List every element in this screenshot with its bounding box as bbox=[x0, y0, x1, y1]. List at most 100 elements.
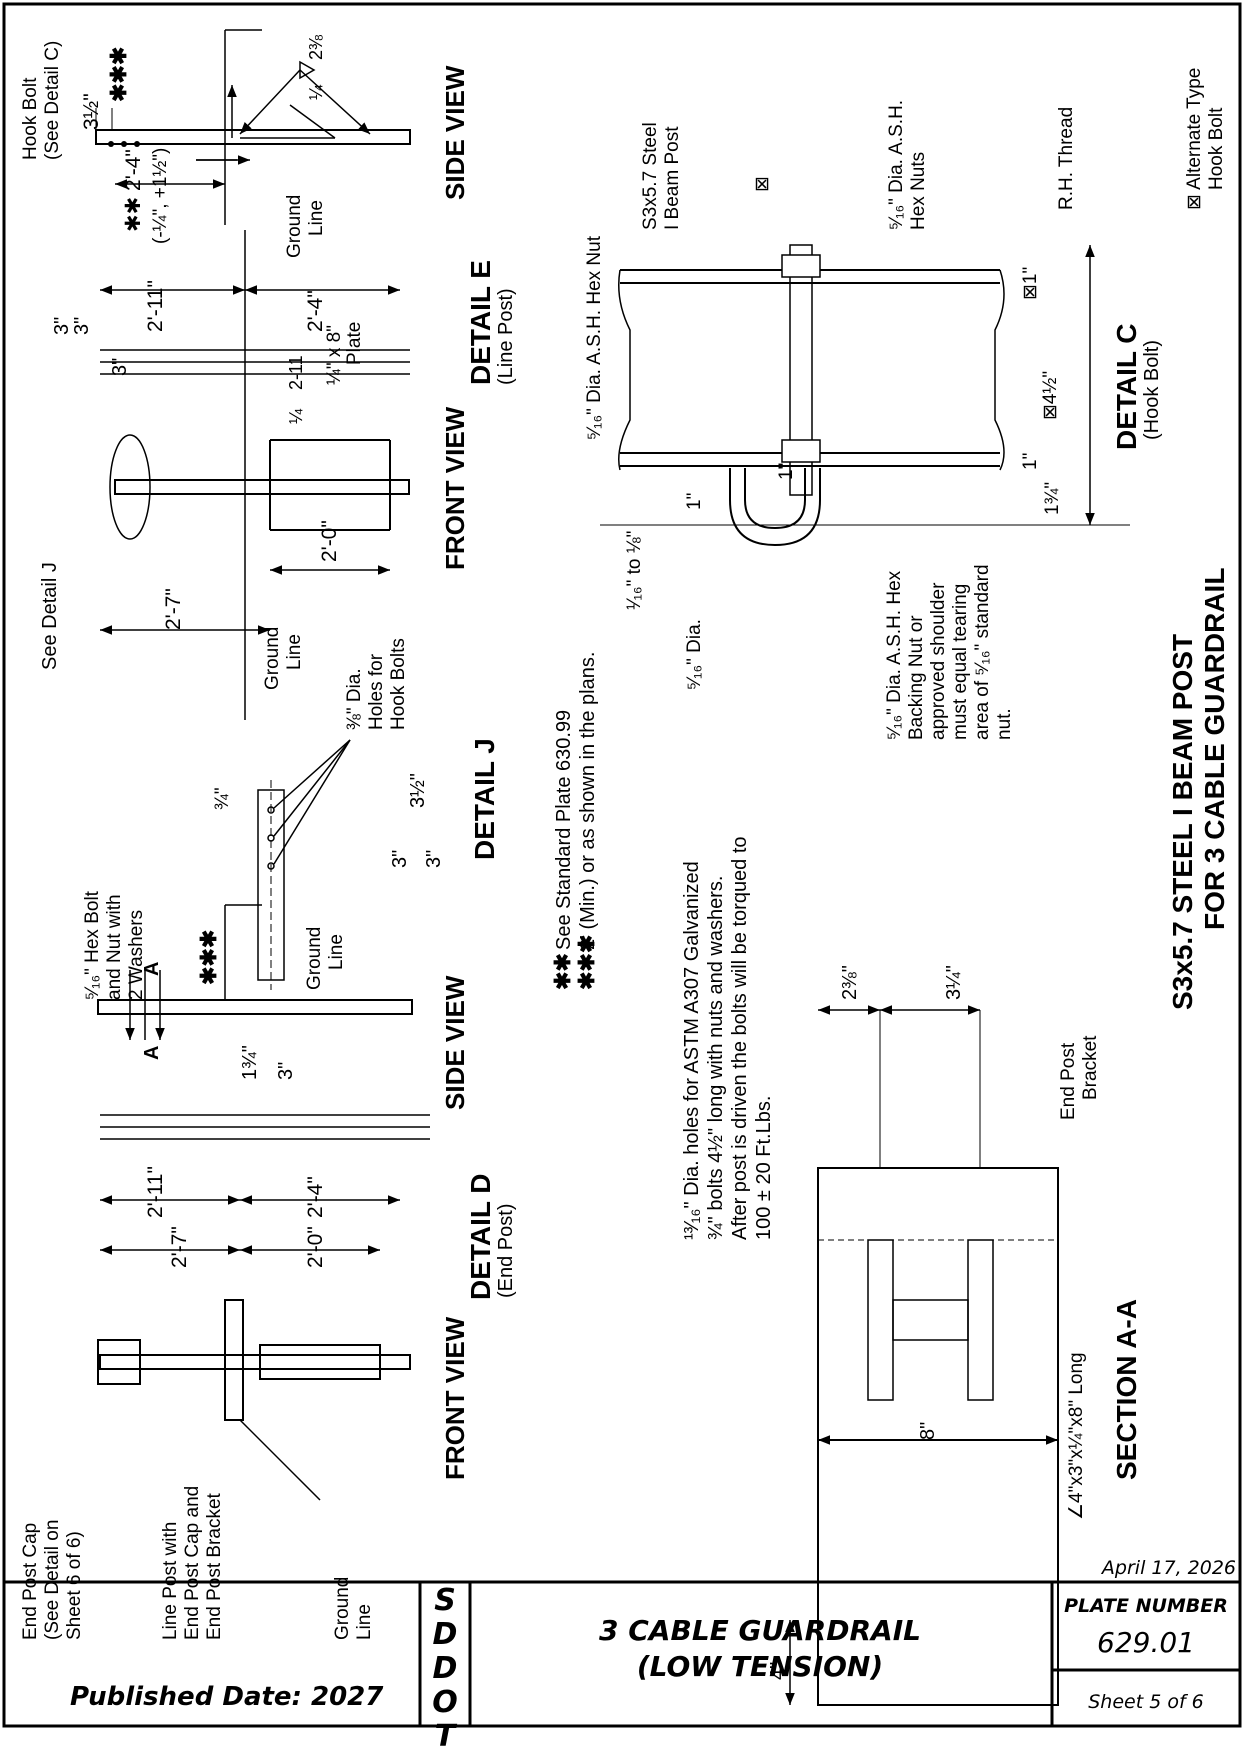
detail-c: DETAIL C (Hook Bolt) ⁵⁄₁₆" Dia. A.S.H. H… bbox=[584, 68, 1227, 740]
detail-c-alt-1: ⊠ Alternate Type bbox=[1184, 68, 1205, 210]
guardrail-title: 3 CABLE GUARDRAIL bbox=[599, 1614, 921, 1647]
rect-shape bbox=[789, 244, 813, 496]
detail-e-weld-fv-2: 2-11 bbox=[286, 355, 306, 390]
revision-date: April 17, 2026 bbox=[1100, 1557, 1236, 1579]
detail-j-dim-3-5: 3½" bbox=[407, 773, 429, 808]
circle-shape bbox=[108, 141, 114, 147]
detail-d-hex-bolt-1: ⁵⁄₁₆" Hex Bolt bbox=[82, 890, 103, 1000]
detail-c-backing-6: nut. bbox=[994, 708, 1015, 740]
circle-shape bbox=[267, 862, 275, 870]
title-block: April 17, 2026 Published Date: 2027 3 CA… bbox=[4, 1557, 1240, 1726]
notes-n3: ¹³⁄₁₆" Dia. holes for ASTM A307 Galvaniz… bbox=[681, 861, 703, 1240]
detail-d-dim-1-3-4: 1¾" bbox=[239, 1045, 261, 1080]
detail-j-dim-3b: 3" bbox=[423, 850, 445, 868]
detail-e-plate-1: ¼" x 8" bbox=[324, 325, 345, 385]
detail-e: SIDE VIEW Hook Bolt (See Detail C) 3½" ✱… bbox=[20, 29, 517, 720]
rect-shape bbox=[259, 1344, 381, 1380]
detail-e-dim-3b: 3" bbox=[71, 317, 93, 335]
notes-n1: See Standard Plate 630.99 bbox=[553, 710, 575, 950]
detail-e-subtitle: (Line Post) bbox=[495, 288, 517, 385]
section-aa-dim-3-1-4: 3¼" bbox=[943, 965, 965, 1000]
detail-c-backing-1: ⁵⁄₁₆" Dia. A.S.H. Hex bbox=[884, 570, 905, 740]
line-shape bbox=[289, 104, 336, 139]
hook-bolt-note: Hook Bolt bbox=[20, 77, 41, 160]
detail-d-ground-fv-1: Ground bbox=[332, 1577, 353, 1640]
detail-e-weld-1: ¼ bbox=[306, 84, 326, 100]
line-shape bbox=[273, 739, 351, 809]
detail-c-hex-nuts-1: ⁵⁄₁₆" Dia. A.S.H. bbox=[886, 100, 907, 230]
rect-shape bbox=[99, 1354, 411, 1370]
section-aa-angle: ∠4"x3"x¼"x8" Long bbox=[1066, 1352, 1087, 1520]
path-shape bbox=[744, 468, 806, 530]
plate-number: 629.01 bbox=[1097, 1626, 1195, 1659]
detail-d-title: DETAIL D bbox=[465, 1173, 496, 1300]
detail-c-backing-5: area of ⁵⁄₁₆" standard bbox=[972, 564, 993, 740]
plate-number-label: PLATE NUMBER bbox=[1064, 1595, 1228, 1617]
detail-d-star3: ✱✱✱ bbox=[196, 930, 221, 985]
detail-e-dim-tol: (-¼", +1½") bbox=[150, 148, 171, 244]
detail-d-hex-bolt-3: 2 Washers bbox=[126, 910, 147, 1000]
detail-d-line-post-2: End Post Cap and bbox=[182, 1486, 203, 1640]
detail-d-end-cap-3: Sheet 6 of 6) bbox=[64, 1531, 85, 1640]
detail-e-star3: ✱✱✱ bbox=[106, 47, 131, 102]
notes-n6: 100 ± 20 Ft.Lbs. bbox=[753, 1096, 775, 1240]
detail-c-dim-1-3-4: 1¾" bbox=[1042, 482, 1063, 515]
detail-e-dim-2-0: 2'-0" bbox=[318, 520, 341, 562]
detail-j-holes-2: Holes for bbox=[366, 653, 387, 730]
detail-c-box-mark: ⊠ bbox=[752, 176, 773, 192]
detail-j-dim-3a: 3" bbox=[389, 850, 411, 868]
detail-e-ground-line-fv-1: Ground bbox=[262, 627, 283, 690]
detail-e-dim-3a: 3" bbox=[51, 317, 73, 335]
notes-n2: 2' (Min.) or as shown in the plans. bbox=[577, 652, 599, 950]
notes-n4: ¾" bolts 4½" long with nuts and washers. bbox=[705, 876, 727, 1240]
main-title-line-1: S3x5.7 STEEL I BEAM POST bbox=[1167, 634, 1198, 1010]
rect-shape bbox=[97, 1339, 141, 1385]
detail-j-holes-3: Hook Bolts bbox=[388, 638, 409, 730]
general-notes: ✱✱ See Standard Plate 630.99 ✱✱✱ 2' (Min… bbox=[550, 652, 775, 1240]
notes-n5: After post is driven the bolts will be t… bbox=[729, 836, 751, 1240]
detail-e-ground-line-fv-2: Line bbox=[284, 634, 305, 670]
detail-e-ground-line-2: Line bbox=[306, 200, 327, 236]
detail-d-dim-2-4: 2'-4" bbox=[304, 1176, 327, 1218]
detail-e-front-view-label: FRONT VIEW bbox=[440, 406, 470, 570]
detail-c-backing-4: must equal tearing bbox=[950, 584, 971, 740]
main-title-line-2: FOR 3 CABLE GUARDRAIL bbox=[1199, 568, 1230, 930]
detail-c-alt-2: Hook Bolt bbox=[1206, 107, 1227, 190]
section-aa-end-post-2: Bracket bbox=[1080, 1035, 1101, 1100]
detail-e-plate-2: Plate bbox=[344, 322, 365, 365]
sheet-number: Sheet 5 of 6 bbox=[1088, 1691, 1204, 1713]
published-date: Published Date: 2027 bbox=[70, 1682, 384, 1712]
detail-d-ground-2: Line bbox=[326, 934, 347, 970]
ellipse-shape bbox=[109, 434, 151, 540]
line-shape bbox=[273, 739, 351, 837]
detail-j-title: DETAIL J bbox=[469, 738, 500, 860]
detail-e-weld-fv-1: ¼ bbox=[286, 408, 306, 424]
detail-e-dim-3-5: 3½" bbox=[80, 93, 103, 130]
section-aa-dim-4: 4" bbox=[767, 1662, 789, 1680]
detail-d-front-view-label: FRONT VIEW bbox=[440, 1316, 470, 1480]
detail-j: DETAIL J ⅜" Dia. Holes for Hook Bolts ¾"… bbox=[212, 638, 500, 990]
rect-shape bbox=[781, 439, 821, 463]
side-view-label: SIDE VIEW bbox=[440, 65, 470, 200]
detail-c-post-1: S3x5.7 Steel bbox=[640, 122, 661, 230]
detail-d-dim-3: 3" bbox=[275, 1062, 297, 1080]
path-shape bbox=[729, 468, 821, 547]
detail-j-holes-1: ⅜" Dia. bbox=[344, 668, 365, 730]
detail-e-weld-2: 2⅜ bbox=[306, 34, 326, 60]
detail-d-a-mark: A bbox=[141, 962, 163, 976]
line-shape bbox=[273, 739, 351, 865]
circle-shape bbox=[267, 806, 275, 814]
detail-j-dim-3-4: ¾" bbox=[212, 787, 233, 810]
detail-c-hex-nuts-2: Hex Nuts bbox=[908, 152, 929, 230]
detail-c-dia: ⁵⁄₁₆" Dia. bbox=[684, 619, 705, 690]
notes-n1-mark: ✱✱ bbox=[550, 953, 575, 990]
detail-d-ground-1: Ground bbox=[304, 927, 325, 990]
detail-c-title: DETAIL C bbox=[1111, 323, 1142, 450]
detail-d-end-cap-2: (See Detail on bbox=[42, 1520, 63, 1640]
detail-c-dim-1b: 1" bbox=[1020, 453, 1041, 470]
section-a-a: SECTION A-A 2⅜" 3¼" End Post Bracket ∠4"… bbox=[767, 965, 1142, 1706]
line-shape bbox=[299, 69, 371, 135]
